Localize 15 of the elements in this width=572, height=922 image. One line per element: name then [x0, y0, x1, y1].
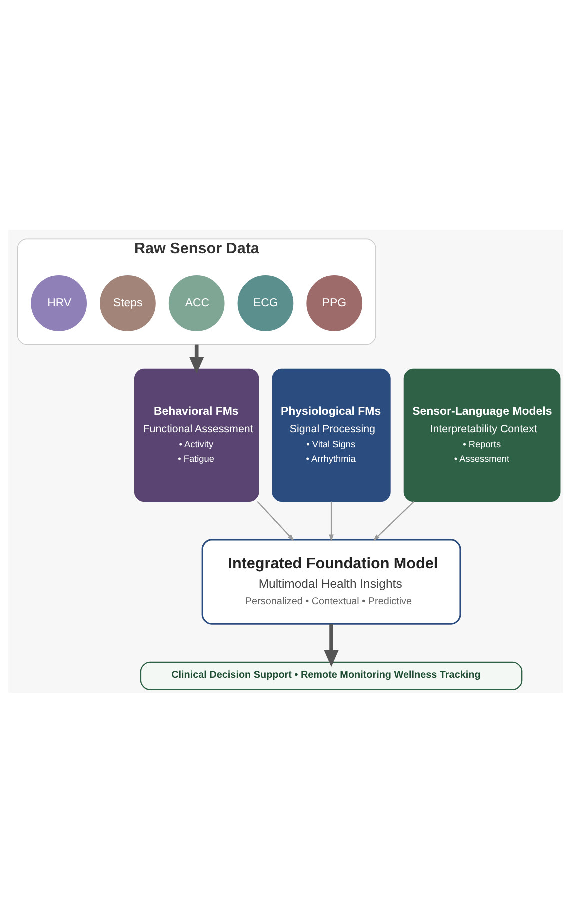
node-circle: HRV	[31, 275, 88, 331]
arrow	[257, 500, 294, 541]
arrow	[329, 501, 334, 542]
arrow	[190, 344, 204, 374]
node-circle: Steps	[100, 275, 156, 331]
node-box: Integrated Foundation Model Multimodal Health Insights Personalized • Contextual • Predictive	[202, 538, 462, 624]
node-circle: ACC	[168, 275, 225, 331]
node-box: Physiological FMs Signal Processing • Vital Signs • Arrhythmia	[272, 368, 391, 502]
node-circle: PPG	[306, 275, 363, 331]
node-box: Behavioral FMs Functional Assessment • Activity • Fatigue	[134, 368, 260, 502]
node-box: Clinical Decision Support • Remote Monitoring Wellness Tracking	[140, 661, 523, 690]
node-box: Sensor-Language Models Interpretability Context • Reports • Assessment	[404, 368, 561, 502]
arrow	[324, 624, 339, 667]
node-circle: ECG	[238, 275, 294, 331]
arrow	[373, 500, 415, 541]
